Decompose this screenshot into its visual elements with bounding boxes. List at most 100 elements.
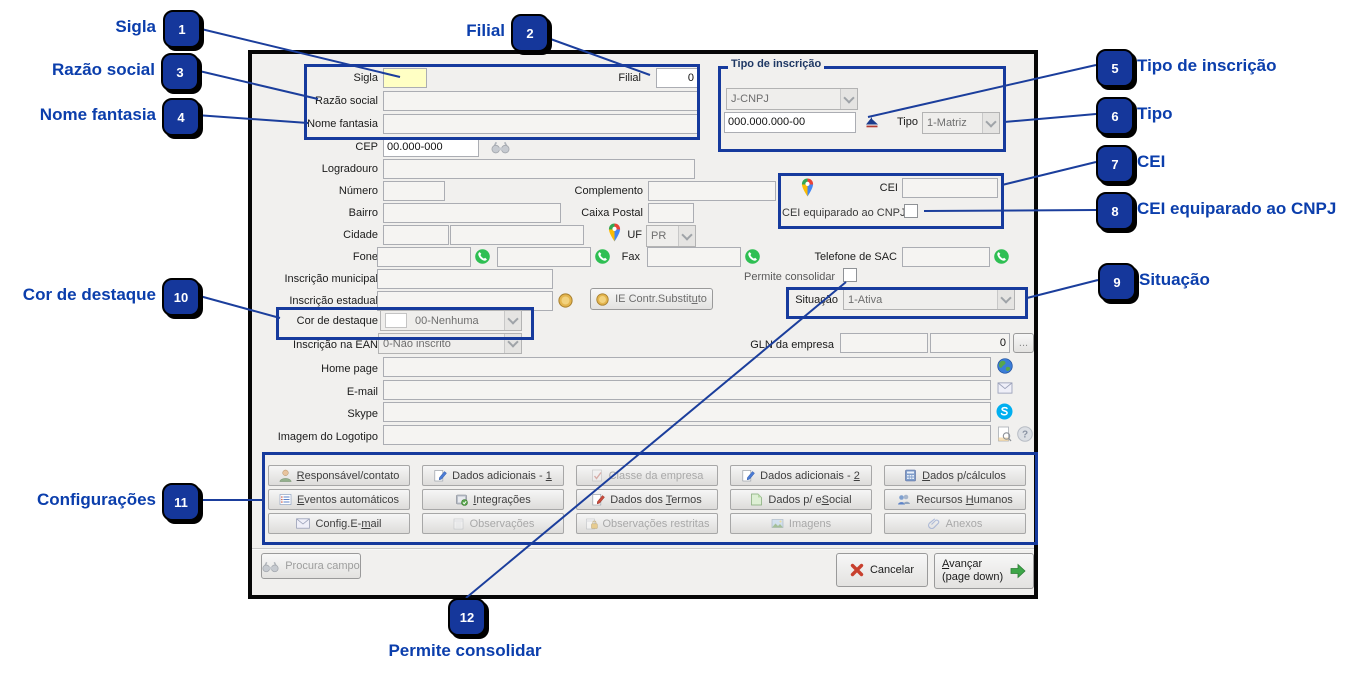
complemento-label: Complemento — [574, 185, 643, 197]
callout-badge-5: 5 — [1096, 49, 1134, 87]
cidade-nome-input[interactable] — [450, 225, 584, 245]
config-button-observacoes-restritas: Observações restritas — [576, 513, 718, 534]
skype-icon[interactable] — [996, 403, 1013, 420]
email-input[interactable] — [383, 380, 991, 400]
config-button-recursos-humanos[interactable]: Recursos Humanos — [884, 489, 1026, 510]
numero-label: Número — [338, 185, 378, 197]
razao-social-input[interactable] — [383, 91, 698, 111]
telefone-sac-input[interactable] — [902, 247, 990, 267]
situacao-label: Situação — [795, 294, 838, 306]
company-registration-dialog: Sigla Filial 0 Razão social Nome fantasi… — [248, 50, 1038, 599]
config-button-dados-termos[interactable]: Dados dos Termos — [576, 489, 718, 510]
cor-destaque-dropdown: 00-Nenhuma — [380, 310, 522, 331]
cnpj-input[interactable]: 000.000.000-00 — [724, 112, 856, 133]
complemento-input[interactable] — [648, 181, 776, 201]
binoculars-icon — [262, 561, 279, 572]
page-green-icon — [751, 493, 763, 506]
globe-icon[interactable] — [997, 358, 1013, 374]
gln-input[interactable] — [840, 333, 928, 353]
config-button-dados-adicionais-2[interactable]: Dados adicionais - 2 — [730, 465, 872, 486]
callout-badge-1: 1 — [163, 10, 201, 48]
list-icon — [279, 494, 292, 505]
people-icon — [898, 494, 911, 505]
binoculars-icon[interactable] — [490, 140, 510, 154]
cei-equiparado-checkbox[interactable] — [904, 204, 918, 218]
inscricao-ean-label: Inscrição na EAN — [293, 339, 378, 351]
whatsapp-icon[interactable] — [994, 249, 1009, 264]
skype-label: Skype — [347, 408, 378, 420]
chevron-down-icon — [982, 113, 999, 133]
callout-badge-9: 9 — [1098, 263, 1136, 301]
permite-consolidar-checkbox[interactable] — [843, 268, 857, 282]
config-button-config-email[interactable]: Config.E-mail — [268, 513, 410, 534]
inscricao-estadual-label: Inscrição estadual — [289, 295, 378, 307]
config-button-responsavel-contato[interactable]: Responsável/contato — [268, 465, 410, 486]
help-icon[interactable]: ? — [1017, 426, 1033, 442]
imagem-logotipo-input[interactable] — [383, 425, 991, 445]
coin-icon — [558, 293, 573, 308]
numero-input[interactable] — [383, 181, 445, 201]
filial-label: Filial — [618, 72, 641, 84]
sigla-input[interactable] — [383, 68, 427, 88]
cep-input[interactable]: 00.000-000 — [383, 137, 479, 157]
cancelar-label: Cancelar — [869, 564, 915, 576]
whatsapp-icon[interactable] — [745, 249, 760, 264]
gln-more-button[interactable]: ... — [1013, 333, 1034, 353]
gln-digit-input[interactable]: 0 — [930, 333, 1010, 353]
document-search-icon[interactable] — [997, 426, 1012, 443]
chevron-down-icon — [504, 334, 521, 353]
chevron-down-icon — [504, 311, 521, 330]
callout-label-cei-equiparado: CEI equiparado ao CNPJ — [1137, 199, 1337, 218]
ie-contr-substituto-button[interactable]: IE Contr.Substituto — [590, 288, 713, 310]
uf-label: UF — [627, 229, 642, 241]
callout-badge-6: 6 — [1096, 97, 1134, 135]
cei-equiparado-label: CEI equiparado ao CNPJ — [782, 207, 906, 219]
caixa-postal-input[interactable] — [648, 203, 694, 223]
nome-fantasia-input[interactable] — [383, 114, 698, 134]
forward-arrow-icon — [1010, 563, 1026, 579]
callout-badge-3: 3 — [161, 53, 199, 91]
map-pin-icon[interactable] — [800, 178, 814, 198]
bairro-input[interactable] — [383, 203, 561, 223]
config-button-dados-esocial[interactable]: Dados p/ eSocial — [730, 489, 872, 510]
config-button-imagens: Imagens — [730, 513, 872, 534]
inscricao-municipal-input[interactable] — [377, 269, 553, 289]
config-button-dados-calculos[interactable]: Dados p/cálculos — [884, 465, 1026, 486]
calculator-icon — [905, 469, 916, 482]
mail-icon[interactable] — [997, 382, 1013, 394]
tipo-inscricao-group-title: Tipo de inscrição — [728, 58, 825, 70]
fone1-input[interactable] — [377, 247, 471, 267]
homepage-input[interactable] — [383, 357, 991, 377]
config-button-classe-empresa: Classe da empresa — [576, 465, 718, 486]
map-pin-icon[interactable] — [607, 223, 621, 243]
email-label: E-mail — [346, 386, 378, 398]
sigla-label: Sigla — [353, 72, 378, 84]
uf-dropdown: PR — [646, 225, 696, 247]
avancar-button[interactable]: Avançar (page down) — [934, 553, 1034, 589]
fone2-input[interactable] — [497, 247, 591, 267]
config-button-eventos-automaticos[interactable]: Eventos automáticos — [268, 489, 410, 510]
razao-social-label: Razão social — [315, 95, 378, 107]
cancelar-button[interactable]: Cancelar — [836, 553, 928, 587]
svg-text:?: ? — [1022, 430, 1028, 441]
cidade-label: Cidade — [343, 229, 378, 241]
callout-badge-11: 11 — [162, 483, 200, 521]
cei-input[interactable] — [902, 178, 998, 198]
notepad-icon — [453, 518, 463, 530]
callout-label-cor-destaque: Cor de destaque — [22, 285, 156, 304]
cidade-codigo-input[interactable] — [383, 225, 449, 245]
skype-input[interactable] — [383, 402, 991, 422]
callout-label-razao-social: Razão social — [52, 60, 155, 79]
logradouro-input[interactable] — [383, 159, 695, 179]
config-button-dados-adicionais-1[interactable]: Dados adicionais - 1 — [422, 465, 564, 486]
filial-input[interactable]: 0 — [656, 68, 698, 88]
telefone-sac-label: Telefone de SAC — [814, 251, 897, 263]
procura-campo-label: Procura campo — [285, 560, 360, 572]
fax-input[interactable] — [647, 247, 741, 267]
config-button-integracoes[interactable]: Integrações — [422, 489, 564, 510]
inscricao-estadual-input[interactable] — [377, 291, 553, 311]
callout-badge-8: 8 — [1096, 192, 1134, 230]
whatsapp-icon[interactable] — [595, 249, 610, 264]
chevron-down-icon — [997, 290, 1014, 309]
whatsapp-icon[interactable] — [475, 249, 490, 264]
